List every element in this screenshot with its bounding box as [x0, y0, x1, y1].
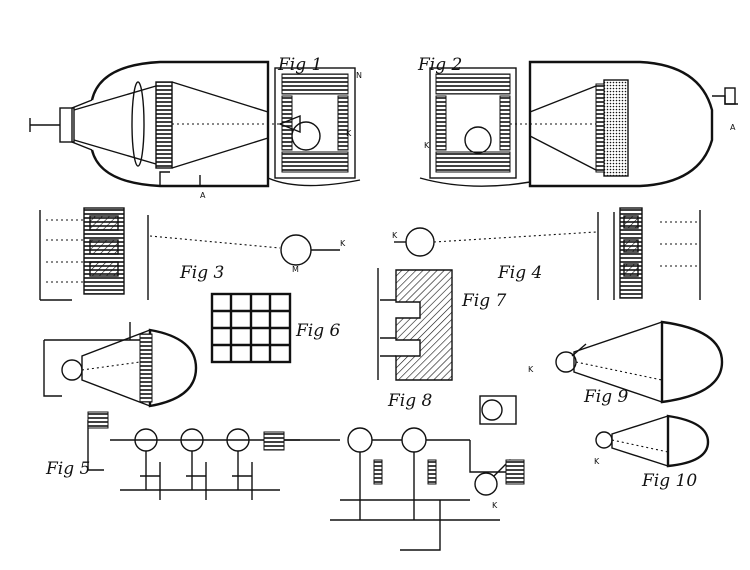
- figure-8-label: Fig 8: [387, 391, 433, 411]
- fig6-label: Fig 6: [295, 321, 341, 341]
- coil-bottom: [281, 151, 349, 173]
- condenser-lens: [131, 81, 145, 167]
- beam-cone-2: [529, 85, 597, 171]
- electron-gun: [291, 121, 321, 151]
- deflection-yoke-2: [429, 67, 517, 179]
- bulb-10: [666, 414, 710, 468]
- deflection-yoke: [274, 67, 356, 179]
- figure-4-screen-detail: K Fig 4: [392, 207, 701, 300]
- coil-top: [281, 73, 349, 95]
- tube-envelope: [90, 60, 270, 188]
- gun-receiver: [474, 472, 498, 496]
- fluorescent-screen: [603, 79, 629, 177]
- label-n: N: [356, 71, 362, 80]
- label-a-2: A: [730, 123, 736, 132]
- fig4-label: Fig 4: [497, 263, 542, 283]
- receiver-circuit: K: [330, 395, 525, 551]
- tube-envelope-2: [528, 60, 714, 188]
- figure-5-circuit: Fig 5: [43, 322, 340, 500]
- label-k-3: K: [340, 239, 346, 248]
- label-a: A: [200, 191, 206, 200]
- gun-3: [280, 234, 312, 266]
- fig1-label: Fig 1: [277, 55, 322, 75]
- scan-beam-3: [149, 235, 281, 249]
- coupling-coil: [263, 431, 285, 451]
- fig3-label: Fig 3: [179, 263, 224, 283]
- gun-5: [61, 359, 83, 381]
- valve-5: [401, 427, 427, 453]
- label-k-2: K: [424, 141, 430, 150]
- light-rays: [73, 85, 157, 165]
- receiver-box: [479, 395, 517, 425]
- mosaic-screen: [155, 81, 173, 169]
- base-stand: [267, 177, 361, 187]
- label-k-10: K: [594, 457, 600, 466]
- label-m-3: M: [292, 265, 299, 274]
- label-k: K: [346, 129, 352, 138]
- fig9-label: Fig 9: [583, 387, 629, 407]
- fig5-label: Fig 5: [45, 459, 90, 479]
- label-k-9: K: [528, 365, 534, 374]
- electron-cone: [171, 81, 269, 169]
- figure-9-tube: K Fig 9: [528, 320, 724, 407]
- figure-10-tube: K Fig 10: [594, 414, 710, 491]
- figure-7-cell-section: Fig 7: [377, 268, 507, 381]
- bulb-9: [660, 320, 724, 404]
- gun-4: [405, 227, 435, 257]
- lens-mount: [71, 99, 93, 151]
- figure-6-grid: Fig 6: [210, 292, 341, 364]
- fig7-label: Fig 7: [461, 291, 507, 311]
- label-k-rx: K: [492, 501, 498, 510]
- figure-3-screen-detail: K M Fig 3: [39, 207, 346, 301]
- cell-cross-section: [395, 269, 453, 381]
- fig10-label: Fig 10: [641, 471, 697, 491]
- grid-rows: [212, 309, 290, 347]
- fig2-label: Fig 2: [417, 55, 462, 75]
- label-k-4: K: [392, 231, 398, 240]
- valve-4: [347, 427, 373, 453]
- bulb-5: [148, 328, 198, 408]
- figure-2-receiver-tube: Fig 2 K A: [417, 55, 738, 188]
- figure-1-camera-tube: Fig 1 K N A: [29, 55, 362, 200]
- fig8-label: Fig 8: [387, 391, 433, 411]
